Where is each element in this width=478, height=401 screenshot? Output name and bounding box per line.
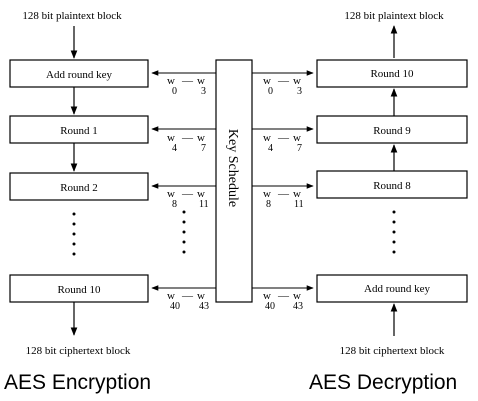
word-label-left-0: w — w 0 3	[167, 75, 206, 97]
word-label-left-1: w — w 4 7	[167, 132, 206, 154]
dec-box-round-9-label: Round 9	[373, 125, 411, 137]
svg-text:8: 8	[172, 199, 177, 210]
enc-box-round-1	[9, 115, 149, 144]
dec-box-round-10-label: Round 10	[370, 68, 414, 80]
word-label-right-2: w — w 8 11	[263, 188, 304, 210]
svg-text:w: w	[167, 132, 175, 144]
svg-text:—: —	[277, 75, 290, 87]
svg-text:w: w	[167, 188, 175, 200]
svg-text:3: 3	[297, 86, 302, 97]
svg-text:11: 11	[294, 199, 304, 210]
svg-text:—: —	[277, 188, 290, 200]
dec-box-add-round-key-label: Add round key	[364, 283, 430, 295]
word-label-left-3: w — w 40 43	[167, 290, 209, 312]
svg-text:w: w	[197, 290, 205, 302]
dec-box-round-10	[316, 59, 468, 88]
enc-box-round-2-label: Round 2	[60, 182, 98, 194]
svg-text:—: —	[181, 290, 194, 302]
svg-text:—: —	[277, 132, 290, 144]
svg-text:w: w	[263, 188, 271, 200]
enc-box-round-2	[9, 172, 149, 201]
svg-text:w: w	[293, 290, 301, 302]
svg-text:40: 40	[265, 301, 275, 312]
svg-text:40: 40	[170, 301, 180, 312]
enc-box-add-round-key-label: Add round key	[46, 69, 112, 81]
bottom-left-label: 128 bit ciphertext block	[26, 345, 131, 357]
svg-text:43: 43	[293, 301, 303, 312]
svg-text:w: w	[263, 132, 271, 144]
svg-text:0: 0	[172, 86, 177, 97]
word-label-right-0: w — w 0 3	[263, 75, 302, 97]
word-label-right-3: w — w 40 43	[263, 290, 303, 312]
svg-text:w: w	[263, 75, 271, 87]
svg-text:w: w	[293, 132, 301, 144]
key-ellipsis-dots	[182, 210, 186, 254]
svg-text:w: w	[263, 290, 271, 302]
word-label-left-2: w — w 8 11	[167, 188, 209, 210]
word-label-right-1: w — w 4 7	[263, 132, 302, 154]
top-right-label: 128 bit plaintext block	[344, 10, 444, 22]
top-left-label: 128 bit plaintext block	[22, 10, 122, 22]
svg-text:11: 11	[199, 199, 209, 210]
dec-box-add-round-key	[316, 274, 468, 303]
svg-text:w: w	[293, 188, 301, 200]
dec-ellipsis-dots	[392, 210, 396, 254]
svg-text:4: 4	[172, 143, 177, 154]
encryption-title: AES Encryption	[4, 371, 151, 394]
decryption-title: AES Decryption	[309, 371, 457, 394]
svg-text:7: 7	[297, 143, 302, 154]
svg-text:43: 43	[199, 301, 209, 312]
key-schedule-label: Key Schedule	[225, 129, 240, 207]
svg-text:w: w	[197, 75, 205, 87]
enc-box-round-1-label: Round 1	[60, 125, 98, 137]
svg-text:w: w	[167, 75, 175, 87]
svg-text:4: 4	[268, 143, 273, 154]
dec-box-round-8-label: Round 8	[373, 180, 411, 192]
bottom-right-label: 128 bit ciphertext block	[340, 345, 445, 357]
svg-text:8: 8	[266, 199, 271, 210]
svg-text:w: w	[167, 290, 175, 302]
svg-text:—: —	[181, 188, 194, 200]
enc-box-add-round-key	[9, 59, 149, 88]
svg-text:—: —	[181, 75, 194, 87]
svg-text:—: —	[277, 290, 290, 302]
dec-box-round-9	[316, 115, 468, 144]
svg-text:7: 7	[201, 143, 206, 154]
svg-text:w: w	[293, 75, 301, 87]
dec-box-round-8	[316, 170, 468, 199]
svg-text:w: w	[197, 132, 205, 144]
enc-box-round-10-label: Round 10	[57, 284, 101, 296]
enc-box-round-10	[9, 274, 149, 303]
svg-text:—: —	[181, 132, 194, 144]
enc-ellipsis-dots	[72, 212, 76, 256]
svg-text:3: 3	[201, 86, 206, 97]
svg-text:w: w	[197, 188, 205, 200]
svg-text:0: 0	[268, 86, 273, 97]
key-schedule-box	[215, 59, 253, 303]
